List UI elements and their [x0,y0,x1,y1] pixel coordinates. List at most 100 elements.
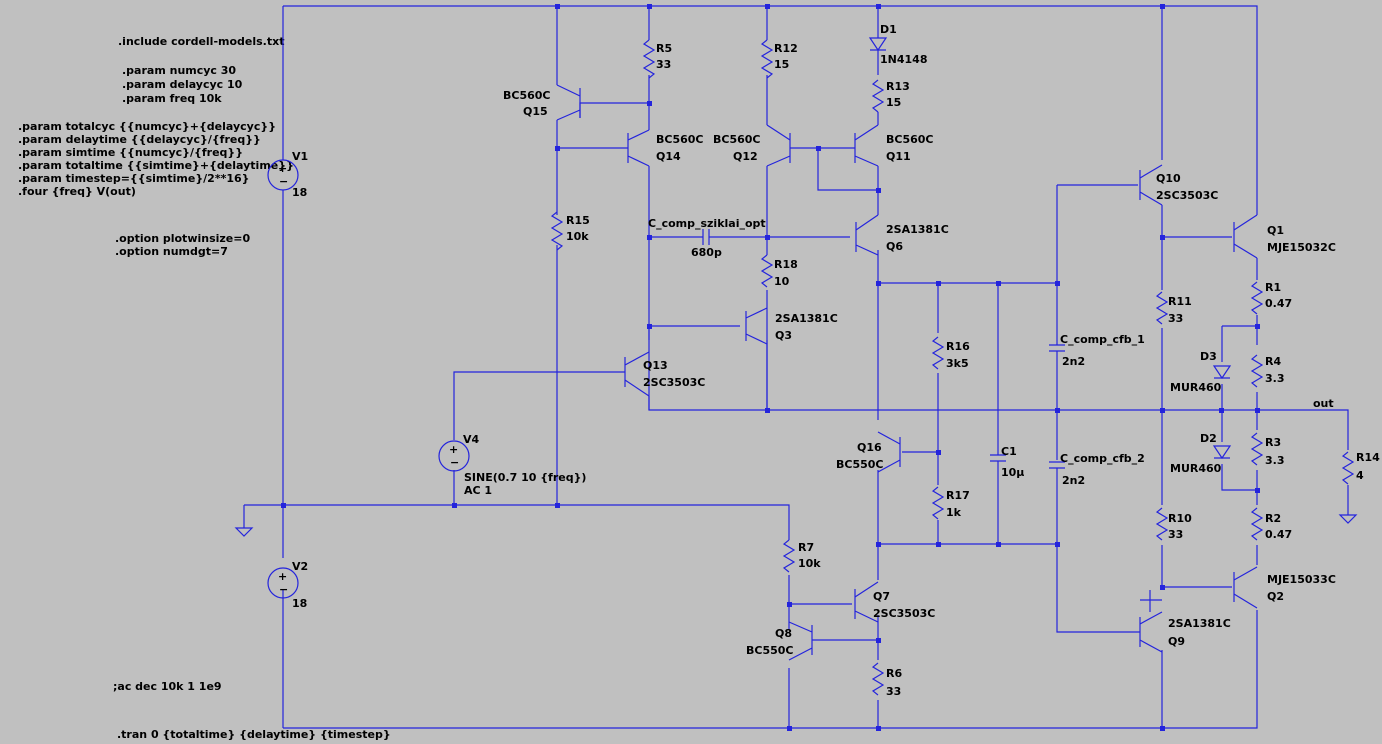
svg-text:Q15: Q15 [523,105,548,118]
svg-text:R12: R12 [774,42,798,55]
svg-text:D3: D3 [1200,350,1217,363]
svg-text:2n2: 2n2 [1062,474,1085,487]
svg-text:R10: R10 [1168,512,1192,525]
svg-text:+: + [278,570,287,583]
svg-text:V1: V1 [292,150,308,163]
svg-text:−: − [450,456,459,469]
svg-text:2SA1381C: 2SA1381C [886,223,949,236]
svg-text:R7: R7 [798,541,814,554]
directive-freq: .param freq 10k [122,92,222,105]
svg-text:R18: R18 [774,258,798,271]
svg-text:10µ: 10µ [1001,466,1024,479]
svg-text:R4: R4 [1265,355,1281,368]
svg-text:MUR460: MUR460 [1170,462,1222,475]
directive-simtime: .param simtime {{numcyc}/{freq}} [18,146,243,159]
directive-delaycyc: .param delaycyc 10 [122,78,243,91]
svg-text:Q13: Q13 [643,359,668,372]
svg-text:2n2: 2n2 [1062,355,1085,368]
svg-text:R17: R17 [946,489,970,502]
voltage-source-v1[interactable]: +− V1 18 [267,150,308,199]
ground-symbol-load [1338,514,1358,524]
svg-text:out: out [1313,397,1334,410]
voltage-source-v2[interactable]: +− V2 18 [267,560,308,610]
svg-text:680p: 680p [691,246,722,259]
svg-text:15: 15 [886,96,901,109]
svg-text:+: + [278,162,287,175]
svg-text:R16: R16 [946,340,970,353]
svg-text:BC560C: BC560C [713,133,761,146]
svg-text:10k: 10k [798,557,821,570]
svg-text:0.47: 0.47 [1265,297,1292,310]
svg-text:D2: D2 [1200,432,1217,445]
svg-text:Q2: Q2 [1267,590,1284,603]
svg-text:R2: R2 [1265,512,1281,525]
svg-text:33: 33 [656,58,671,71]
svg-text:C_comp_cfb_1: C_comp_cfb_1 [1060,333,1145,346]
svg-text:10k: 10k [566,230,589,243]
directive-delaytime: .param delaytime {{delaycyc}/{freq}} [18,133,261,146]
svg-text:C_comp_sziklai_opt: C_comp_sziklai_opt [648,217,766,230]
transistors [556,84,1258,661]
svg-text:R13: R13 [886,80,910,93]
svg-text:+: + [449,443,458,456]
svg-text:Q10: Q10 [1156,172,1181,185]
directive-tran: .tran 0 {totaltime} {delaytime} {timeste… [117,728,391,741]
svg-text:Q3: Q3 [775,329,792,342]
svg-text:1N4148: 1N4148 [880,53,927,66]
directive-ac: ;ac dec 10k 1 1e9 [113,680,222,693]
directive-numdgt: .option numdgt=7 [115,245,228,258]
directive-timestep: .param timestep={{simtime}/2**16} [18,172,249,185]
svg-text:Q9: Q9 [1168,635,1185,648]
svg-text:3.3: 3.3 [1265,372,1285,385]
directive-four: .four {freq} V(out) [18,185,136,198]
resistors [550,39,1355,696]
svg-text:33: 33 [886,685,901,698]
diodes: D1 1N4148 D3 MUR460 D2 MUR460 [868,23,1232,475]
svg-text:BC550C: BC550C [836,458,884,471]
svg-text:0.47: 0.47 [1265,528,1292,541]
svg-text:3k5: 3k5 [946,357,969,370]
svg-text:2SC3503C: 2SC3503C [873,607,935,620]
voltage-source-v4[interactable]: +− V4 SINE(0.7 10 {freq}) AC 1 [438,433,586,497]
svg-text:2SC3503C: 2SC3503C [1156,189,1218,202]
svg-text:BC560C: BC560C [656,133,704,146]
svg-text:4: 4 [1356,469,1364,482]
svg-text:R15: R15 [566,214,590,227]
svg-text:Q1: Q1 [1267,224,1284,237]
svg-text:15: 15 [774,58,789,71]
svg-text:R6: R6 [886,667,902,680]
svg-text:−: − [279,175,288,188]
svg-text:10: 10 [774,275,790,288]
svg-text:2SA1381C: 2SA1381C [1168,617,1231,630]
svg-text:Q6: Q6 [886,240,903,253]
svg-text:18: 18 [292,186,307,199]
svg-text:2SA1381C: 2SA1381C [775,312,838,325]
svg-text:D1: D1 [880,23,897,36]
svg-text:R3: R3 [1265,436,1281,449]
svg-text:Q11: Q11 [886,150,911,163]
svg-text:C_comp_cfb_2: C_comp_cfb_2 [1060,452,1145,465]
directive-include: .include cordell-models.txt [118,35,284,48]
svg-text:2SC3503C: 2SC3503C [643,376,705,389]
svg-text:SINE(0.7 10 {freq}): SINE(0.7 10 {freq}) [464,471,586,484]
svg-text:C1: C1 [1001,445,1017,458]
svg-text:18: 18 [292,597,307,610]
svg-text:R14: R14 [1356,451,1380,464]
svg-text:Q7: Q7 [873,590,890,603]
svg-text:Q14: Q14 [656,150,681,163]
svg-text:R1: R1 [1265,281,1281,294]
svg-text:Q16: Q16 [857,441,882,454]
svg-text:AC 1: AC 1 [464,484,492,497]
svg-text:MJE15033C: MJE15033C [1267,573,1336,586]
ground-symbol [234,527,254,537]
svg-text:−: − [279,583,288,596]
svg-text:33: 33 [1168,312,1183,325]
svg-text:MJE15032C: MJE15032C [1267,241,1336,254]
spice-directives: .include cordell-models.txt .param numcy… [18,35,391,741]
svg-text:BC550C: BC550C [746,644,794,657]
svg-text:33: 33 [1168,528,1183,541]
directive-totaltime: .param totaltime {{simtime}+{delaytime}} [18,159,294,172]
svg-text:V4: V4 [463,433,480,446]
